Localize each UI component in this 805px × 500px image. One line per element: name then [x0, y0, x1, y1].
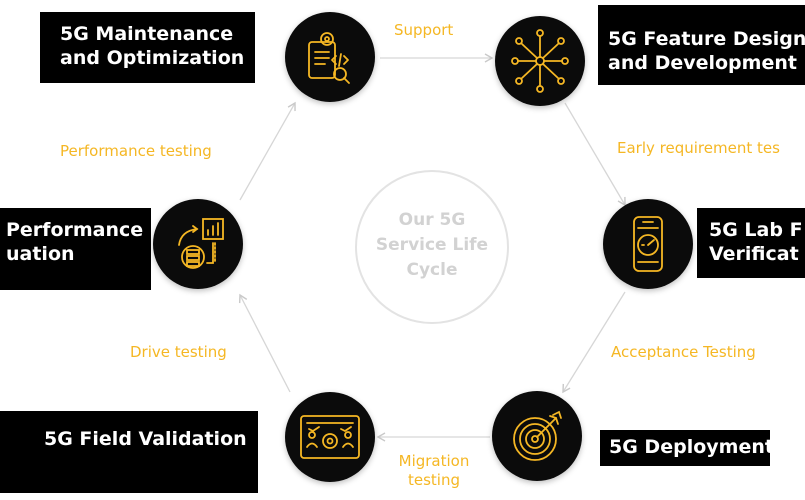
label-field-validation: 5G Field Validation	[0, 411, 258, 493]
center-line-1: Our 5G	[398, 210, 466, 230]
migration-line-2: testing	[407, 471, 460, 489]
label-deployment: 5G Deployment	[600, 430, 774, 466]
field-line-1: 5G Field Validation	[44, 428, 247, 450]
arrow-acceptance	[562, 291, 626, 394]
edge-label-performance-testing: Performance testing	[60, 142, 212, 160]
center-line-2: Service Life	[375, 235, 489, 255]
maintenance-line-1: 5G Maintenance	[60, 23, 234, 45]
performance-line-1: Performance	[6, 219, 144, 241]
arrow-performance	[239, 101, 296, 201]
migration-line-1: Migration	[398, 452, 470, 470]
arrow-drive	[238, 293, 291, 393]
center-line-3: Cycle	[406, 260, 458, 280]
phone-speed-gauge-icon	[633, 216, 663, 272]
edge-label-support: Support	[394, 21, 454, 39]
edge-label-migration: Migration testing	[389, 452, 479, 490]
node-feature-design	[495, 16, 585, 106]
label-feature-design: 5G Feature Design and Development	[598, 5, 805, 85]
label-lab-verification: 5G Lab F Verificat	[697, 208, 805, 278]
performance-line-2: uation	[6, 243, 75, 265]
maintenance-line-2: and Optimization	[60, 47, 245, 69]
node-lab-verification	[603, 199, 693, 289]
center-circle: Our 5G Service Life Cycle	[355, 170, 509, 324]
edge-label-acceptance: Acceptance Testing	[611, 343, 756, 361]
lab-line-1: 5G Lab F	[709, 219, 803, 241]
dashboard-gear-people-icon	[300, 415, 360, 459]
lab-line-2: Verificat	[709, 243, 799, 265]
arrow-early-requirement	[564, 102, 626, 207]
label-maintenance: 5G Maintenance and Optimization	[40, 12, 255, 83]
mobile-settings-search-icon	[308, 32, 350, 84]
label-performance-evaluation: Performance uation	[0, 208, 151, 290]
deployment-line-1: 5G Deployment	[609, 436, 774, 458]
node-performance-evaluation	[153, 199, 243, 289]
edge-label-early-requirement: Early requirement tes	[617, 139, 780, 157]
center-title: Our 5G Service Life Cycle	[357, 208, 507, 283]
node-deployment	[492, 391, 582, 481]
node-field-validation	[285, 392, 375, 482]
feature-line-1: 5G Feature Design	[608, 28, 805, 50]
target-arrow-icon	[513, 410, 562, 461]
server-chart-cycle-icon	[178, 218, 224, 269]
edge-label-drive: Drive testing	[130, 343, 227, 361]
feature-line-2: and Development	[608, 52, 797, 74]
node-maintenance	[285, 12, 375, 102]
network-hub-icon	[511, 29, 569, 93]
